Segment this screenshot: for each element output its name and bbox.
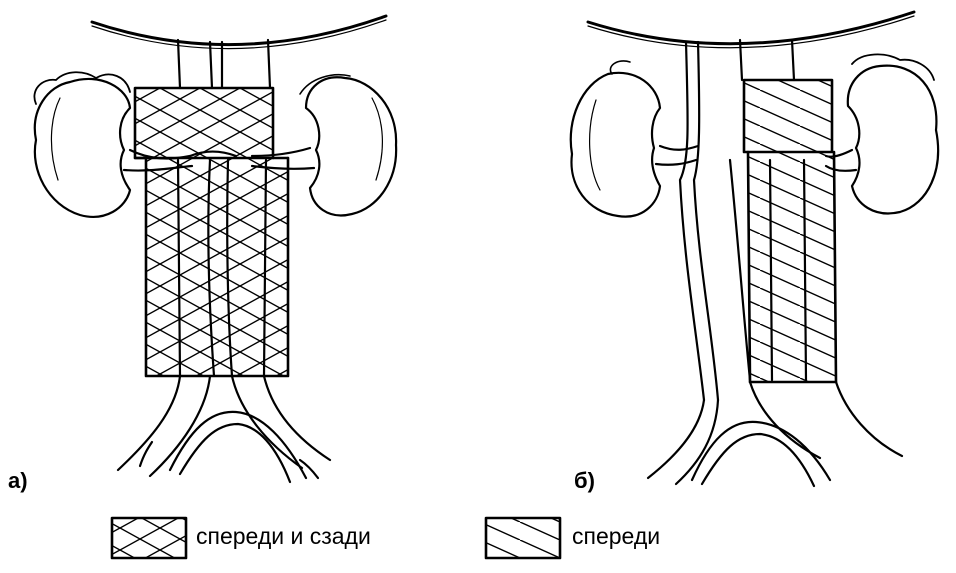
panel-label-a: а) xyxy=(8,468,28,494)
panel-label-b: б) xyxy=(574,468,595,494)
aorta-b xyxy=(680,42,704,400)
legend-label-crosshatch: спереди и сзади xyxy=(196,523,371,550)
right-kidney-b xyxy=(848,66,938,214)
panel-b xyxy=(571,12,938,486)
panel-a xyxy=(34,16,396,482)
left-kidney-b xyxy=(571,73,660,217)
hatch-area-b xyxy=(744,80,832,152)
left-adrenal-a xyxy=(34,72,130,104)
legend-label-hatch: спереди xyxy=(572,523,660,550)
right-adrenal-b xyxy=(852,54,934,80)
legend-swatch-crosshatch xyxy=(112,518,186,558)
crosshatch-area-a xyxy=(135,88,273,158)
diaphragm-curve-a xyxy=(92,16,386,45)
left-kidney-a xyxy=(35,79,130,217)
iliac-vessels-b xyxy=(648,400,704,478)
legend-swatch-hatch xyxy=(486,518,560,558)
